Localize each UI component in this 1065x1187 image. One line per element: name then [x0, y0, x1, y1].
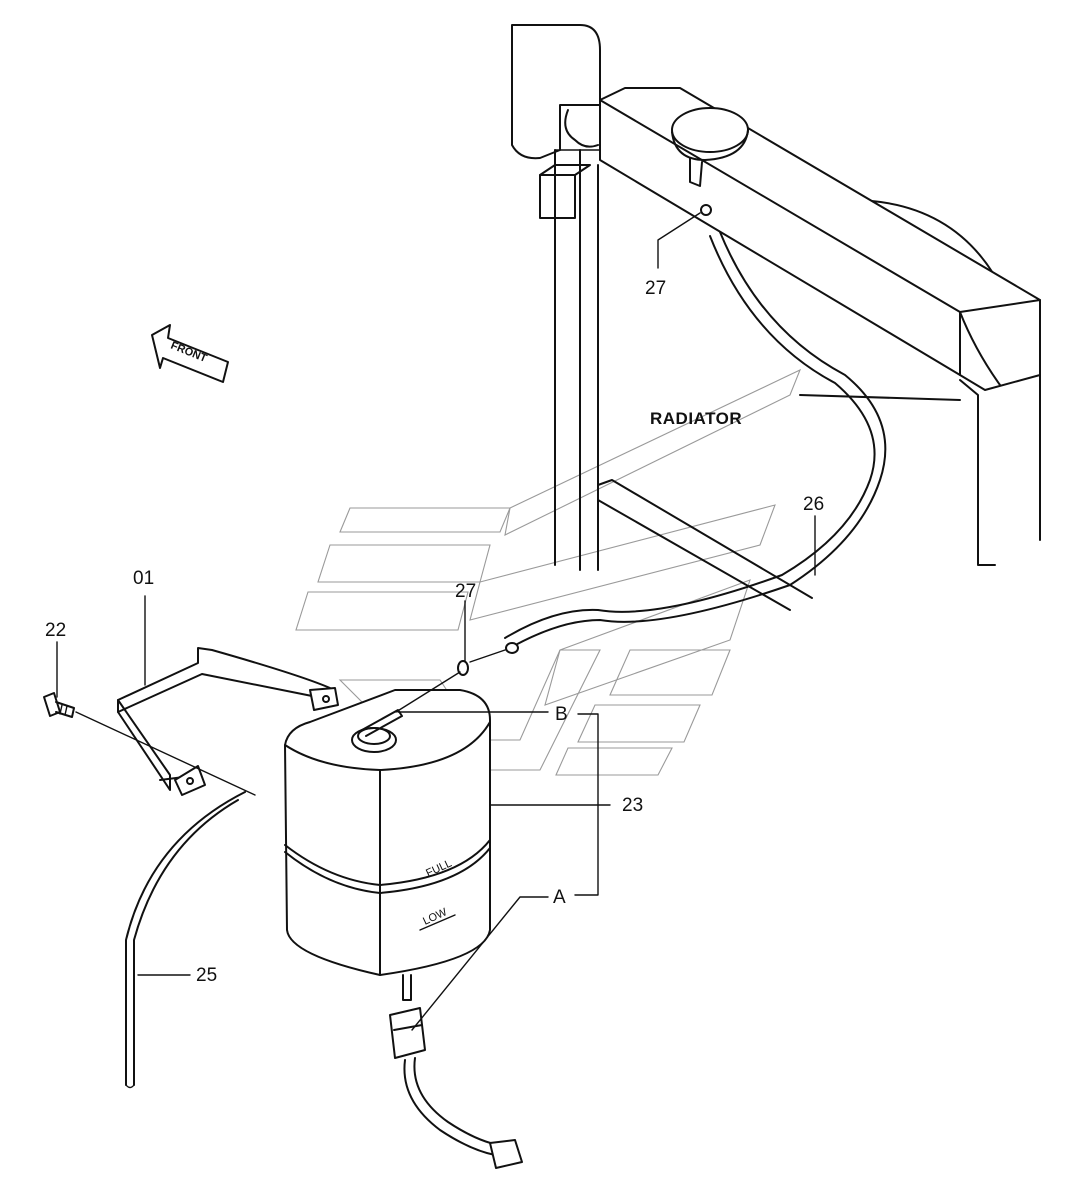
- radiator-label: RADIATOR: [650, 409, 742, 428]
- reservoir-tank: FULL LOW: [284, 689, 491, 976]
- tank-bracket-01: [117, 647, 339, 796]
- callout-22: 22: [45, 620, 66, 641]
- callout-23: 23: [622, 795, 643, 816]
- front-arrow-icon: FRONT: [151, 324, 229, 383]
- callout-26: 26: [803, 494, 824, 515]
- leader-lines: [56, 212, 816, 1031]
- callout-B: B: [555, 704, 568, 725]
- overflow-hose-26: [504, 231, 887, 654]
- callout-27-lower: 27: [455, 581, 476, 602]
- radiator-assembly: [511, 24, 1041, 611]
- level-sensor: [389, 974, 523, 1169]
- callout-01: 01: [133, 568, 154, 589]
- callout-A: A: [553, 887, 566, 908]
- hose-clamp-27: [395, 649, 506, 713]
- bolt-22: [43, 692, 256, 796]
- callout-27-upper: 27: [645, 278, 666, 299]
- hose-25: [125, 791, 246, 1089]
- callout-25: 25: [196, 965, 217, 986]
